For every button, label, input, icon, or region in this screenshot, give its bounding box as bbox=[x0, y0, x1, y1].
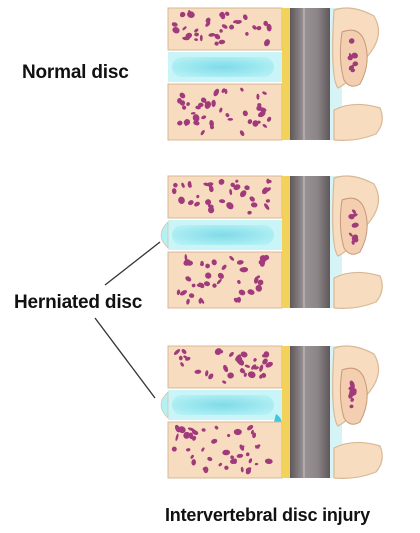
posterior-ligament bbox=[282, 346, 290, 478]
disc-bulge bbox=[161, 222, 168, 248]
posterior-ligament bbox=[282, 8, 290, 140]
posterior-ligament bbox=[282, 176, 290, 308]
marrow-spot bbox=[203, 467, 208, 474]
spine-panel-normal bbox=[168, 8, 382, 140]
facet-joint bbox=[340, 368, 367, 424]
marrow-spot bbox=[228, 118, 234, 121]
spine-panel-herniated bbox=[161, 176, 382, 308]
spinal-cord bbox=[290, 346, 330, 478]
nucleus-pulposus bbox=[172, 395, 274, 415]
upper-vertebra bbox=[168, 176, 282, 218]
pointer-lines bbox=[95, 242, 160, 398]
spinal-cord bbox=[290, 176, 330, 308]
marrow-spot bbox=[234, 429, 242, 435]
disc-bulge bbox=[161, 392, 168, 418]
nucleus-pulposus bbox=[172, 57, 274, 77]
pointer-line-upper bbox=[105, 242, 160, 285]
spinal-cord bbox=[290, 8, 330, 140]
pointer-line-lower bbox=[95, 318, 155, 398]
spinous-process-lower bbox=[334, 442, 382, 478]
marrow-spot bbox=[200, 35, 203, 41]
spinous-process-lower bbox=[334, 272, 382, 308]
spinous-process-lower bbox=[334, 104, 382, 140]
spine-panel-herniated-severe bbox=[161, 346, 382, 478]
nucleus-pulposus bbox=[172, 225, 274, 245]
